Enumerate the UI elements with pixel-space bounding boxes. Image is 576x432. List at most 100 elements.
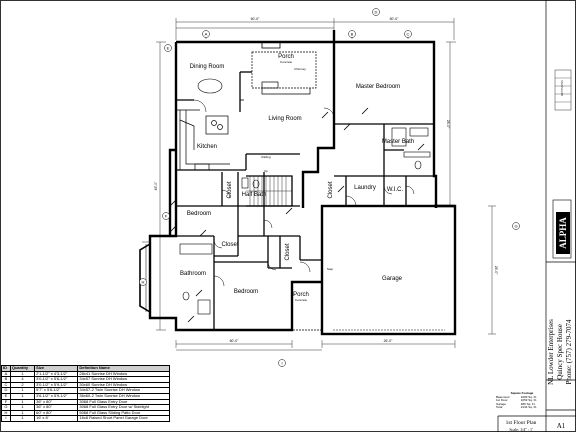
dim-right: 26'-0" xyxy=(446,120,450,129)
label-dining: Dining Room xyxy=(190,64,225,70)
grid-bubble-label: I xyxy=(281,360,282,365)
label-porch-bottom-sub: Concrete xyxy=(295,298,308,302)
title-block-frame xyxy=(497,0,576,432)
porch-top xyxy=(251,51,317,95)
porch-bottom xyxy=(291,281,323,331)
grid-bubble-label: B xyxy=(351,31,354,36)
dim-left: 45'-0" xyxy=(154,181,158,190)
sqft-cell: 1083 Sq. Ft. xyxy=(520,394,538,399)
label-kitchen: Kitchen xyxy=(197,144,217,150)
label-wic: W.I.C. xyxy=(387,187,404,193)
grid-bubble-label: F xyxy=(165,213,168,218)
schedule-cell: 36" x 80" xyxy=(34,404,79,411)
phone-number: Phone: (757) 279-7074 xyxy=(565,319,573,384)
label-living: Living Room xyxy=(268,116,301,122)
schedule-cell: 1 xyxy=(9,370,36,378)
schedule-cell: 30x60 Sunrise DH Window xyxy=(77,381,170,389)
schedule-cell: 36x60-2 Twin Sunrise DH Window xyxy=(77,393,170,400)
grid-bubble xyxy=(512,222,520,230)
grid-bubble-label: C xyxy=(407,31,410,36)
label-closet-a: Closet xyxy=(227,181,233,198)
dim-bottom-left: 60'-0" xyxy=(230,339,239,343)
dim-garage-right: 26'-0" xyxy=(494,266,498,275)
schedule-header-cell: Size xyxy=(34,365,79,372)
company-name: NL Lowder Enterprises xyxy=(547,319,555,385)
bathroom-fixtures xyxy=(179,243,213,315)
grid-bubble-label: H xyxy=(142,279,145,284)
label-chimney: Chimney xyxy=(294,67,306,71)
logo: ALPHA xyxy=(556,212,570,254)
sqft-cell: 1653 Sq. Ft. xyxy=(520,398,538,403)
label-closet-d: Closet xyxy=(328,181,334,198)
schedule-header-cell: Definition Name xyxy=(77,365,170,372)
grid-bubble xyxy=(202,30,210,38)
schedule-cell: 5068 Full Glass Sliding Patio Door xyxy=(77,409,170,417)
label-bathroom: Bathroom xyxy=(180,271,206,277)
schedule-cell: 3068 Full Glass Entry Door w/ Sidelight xyxy=(77,404,170,411)
schedule-cell: 28x41 Sunrise DH Window xyxy=(77,370,170,378)
half-bath-fixtures xyxy=(241,177,260,189)
exterior-walls xyxy=(148,30,438,332)
label-closet-b: Closet xyxy=(221,242,238,248)
label-up: Up xyxy=(264,169,268,173)
schedule-cell: 5'7" x 5'6-1/2" xyxy=(34,387,79,394)
schedule-cell: 1 xyxy=(9,404,36,411)
schedule-cell: 36" x 80" xyxy=(34,398,79,406)
schedule-header-cell: Quantity xyxy=(9,365,36,372)
schedule-cell: 34x57-2 Twin Sunrise DH Window xyxy=(77,387,170,394)
interior-walls xyxy=(176,71,434,330)
revisions-label: REVISIONS xyxy=(560,80,564,96)
sqft-row: Total 2134 Sq. Ft. xyxy=(495,406,549,410)
sqft-cell: 486 Sq. Ft. xyxy=(520,401,536,406)
schedule-cell: 60" x 80" xyxy=(34,409,79,417)
grid-bubble xyxy=(348,30,356,38)
sheet-scale: Scale: 1/4" : 1' xyxy=(509,427,533,432)
dining-table xyxy=(197,78,223,94)
schedule-cell: 1 xyxy=(9,393,36,400)
schedule-cell: 3'6-1/2" x 5'9-1/2" xyxy=(34,393,79,400)
grid-bubble-label: G xyxy=(514,223,517,228)
schedule-cell: 16x8 Raised Short Panel Garage Door xyxy=(77,415,170,422)
label-half-bath: Half Bath xyxy=(242,192,267,198)
grid-bubble xyxy=(139,278,147,286)
schedule-cell: 1 xyxy=(9,398,36,406)
dim-top-right: 60'-0" xyxy=(390,17,399,21)
grid-bubble-label: D xyxy=(375,9,378,14)
dim-top-left: 60'-0" xyxy=(251,17,260,21)
sqft-cell: Total xyxy=(496,405,503,410)
door-swings xyxy=(193,99,415,287)
schedule-cell: 1 xyxy=(9,415,36,422)
grid-bubble-label: A xyxy=(205,31,208,36)
schedule-cell: 16' x 8' xyxy=(34,415,79,422)
schedule-cell: 3'0-1/2" x 5'6-1/2" xyxy=(34,376,79,383)
stair-treads xyxy=(246,176,292,206)
grid-bubble xyxy=(162,212,170,220)
label-porch-top-sub: Concrete xyxy=(280,60,293,64)
sqft-cell: 2134 Sq. Ft. xyxy=(520,405,538,410)
schedule-cell: 34x57 Sunrise DH Window xyxy=(77,376,170,383)
svg-text:ALPHA: ALPHA xyxy=(558,217,568,249)
label-bedroom-bottom: Bedroom xyxy=(234,289,258,295)
master-bath-fixtures xyxy=(391,127,431,170)
schedule-cell: 3068 Full Glass Entry Door xyxy=(77,398,170,406)
label-laundry: Laundry xyxy=(354,185,376,191)
schedule-cell: 1 xyxy=(9,387,36,394)
bay-window xyxy=(139,243,151,313)
label-porch-top: Porch xyxy=(278,54,294,60)
label-railing: Railing xyxy=(261,155,271,159)
label-step: Step xyxy=(327,267,334,271)
schedule-cell: 2'1-1/2" x 4'3-1/2" xyxy=(34,370,79,378)
schedule-cell: I xyxy=(1,415,11,422)
